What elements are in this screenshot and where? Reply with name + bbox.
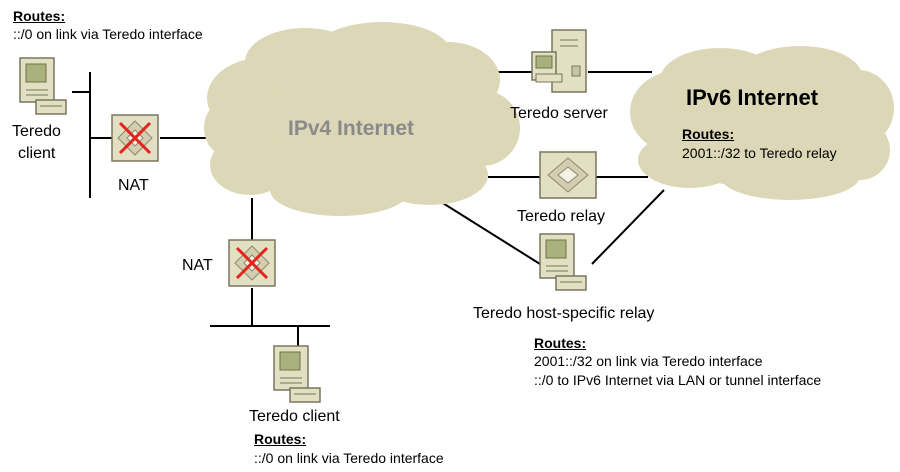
ipv4-internet-label: IPv4 Internet	[288, 117, 415, 140]
routes-heading-host-relay: Routes:	[534, 335, 587, 351]
ipv4-cloud	[204, 22, 520, 216]
ipv6-cloud	[630, 46, 894, 200]
routes-heading-client-top: Routes:	[13, 8, 66, 24]
computer-icon[interactable]	[539, 233, 587, 291]
routes-heading-client-bottom: Routes:	[254, 431, 307, 447]
route-line: ::/0 on link via Teredo interface	[254, 450, 444, 466]
computer-icon[interactable]	[19, 57, 67, 115]
host-specific-relay-label: Teredo host-specific relay	[473, 305, 655, 322]
route-line: 2001::/32 to Teredo relay	[682, 145, 837, 161]
teredo-server-label: Teredo server	[510, 105, 608, 122]
route-line: ::/0 to IPv6 Internet via LAN or tunnel …	[534, 372, 822, 388]
teredo-client-top-label-2: client	[18, 145, 56, 162]
teredo-client-bottom-label: Teredo client	[249, 408, 340, 425]
computer-icon[interactable]	[273, 345, 321, 403]
teredo-client-top-label-1: Teredo	[12, 123, 61, 140]
route-line: ::/0 on link via Teredo interface	[13, 26, 203, 42]
route-line: 2001::/32 on link via Teredo interface	[534, 353, 763, 369]
nat-crossed-icon[interactable]	[110, 113, 160, 163]
router-icon[interactable]	[539, 151, 597, 199]
server-icon[interactable]	[531, 29, 587, 93]
nat-crossed-icon[interactable]	[227, 238, 277, 288]
nat-bottom-label: NAT	[182, 257, 213, 274]
nat-top-label: NAT	[118, 177, 149, 194]
routes-heading-ipv6: Routes:	[682, 126, 735, 142]
teredo-relay-label: Teredo relay	[517, 208, 606, 225]
connection-lines	[72, 71, 665, 348]
ipv6-internet-label: IPv6 Internet	[686, 85, 819, 110]
